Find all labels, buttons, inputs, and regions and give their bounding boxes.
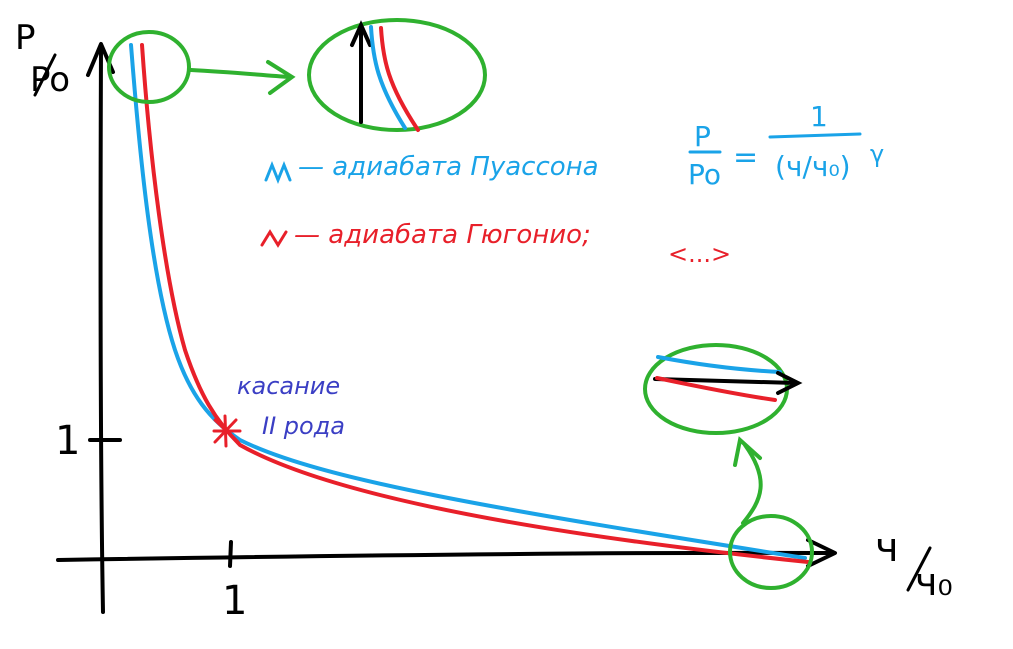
y-tick-label: 1 (55, 418, 81, 464)
x-axis-arrow (806, 538, 837, 568)
x-tick (228, 540, 233, 568)
zoom-arrow-top-head (266, 60, 296, 95)
hugoniot-formula-placeholder: <...> (668, 240, 732, 268)
formula-rhs-denominator: (ч/ч₀) (775, 150, 851, 183)
x-axis (56, 550, 834, 562)
zoom-top-axis-head (350, 20, 372, 47)
zoom-right-red (655, 376, 777, 402)
zoom-right-axis-head (776, 371, 803, 395)
legend-blue-marker (264, 160, 292, 185)
zoom-arrow-right (741, 443, 763, 525)
x-tick-label: 1 (222, 578, 248, 624)
legend-red-marker (260, 229, 288, 248)
formula-rhs-numerator: 1 (810, 100, 828, 133)
x-axis-label-top: ч (875, 525, 899, 571)
formula-rhs-bar (768, 132, 862, 139)
formula-equals: = (733, 140, 759, 175)
zoom-top-content (350, 20, 420, 132)
zoom-top-ellipse (307, 18, 487, 132)
formula-lines (33, 53, 932, 592)
highlight-circles (107, 18, 814, 590)
y-axis (98, 46, 105, 614)
y-axis-label-top: P (15, 18, 36, 58)
zoom-right-axis (653, 377, 797, 385)
zoom-top-blue (369, 25, 407, 130)
hugoniot-legend-label: — адиабата Гюгонио; (294, 220, 591, 250)
zoom-right-blue (656, 355, 782, 374)
zoom-top-red (379, 26, 420, 132)
poisson-legend-label: — адиабата Пуассона (298, 152, 599, 182)
legend-markers (260, 160, 292, 248)
y-axis-label-bottom: Po (30, 60, 71, 100)
zoom-arrow-top (189, 68, 292, 79)
axis-y-label-slash (33, 53, 57, 97)
formula-exponent: γ (870, 140, 885, 168)
zoom-arrow-right-head (733, 436, 762, 467)
top-left-highlight (107, 30, 191, 104)
tangency-annotation-line2: II рода (262, 412, 346, 440)
tangency-point-star (212, 414, 242, 448)
formula-lhs-numerator: P (694, 120, 711, 153)
axis-x-label-slash (906, 546, 932, 592)
x-axis-label-bottom: ч₀ (915, 560, 953, 604)
tangency-annotation-line1: касание (237, 372, 341, 400)
formula-lhs-denominator: Po (688, 158, 722, 191)
bottom-right-highlight (728, 514, 814, 590)
axes (56, 42, 837, 614)
zoom-right-content (653, 355, 803, 402)
